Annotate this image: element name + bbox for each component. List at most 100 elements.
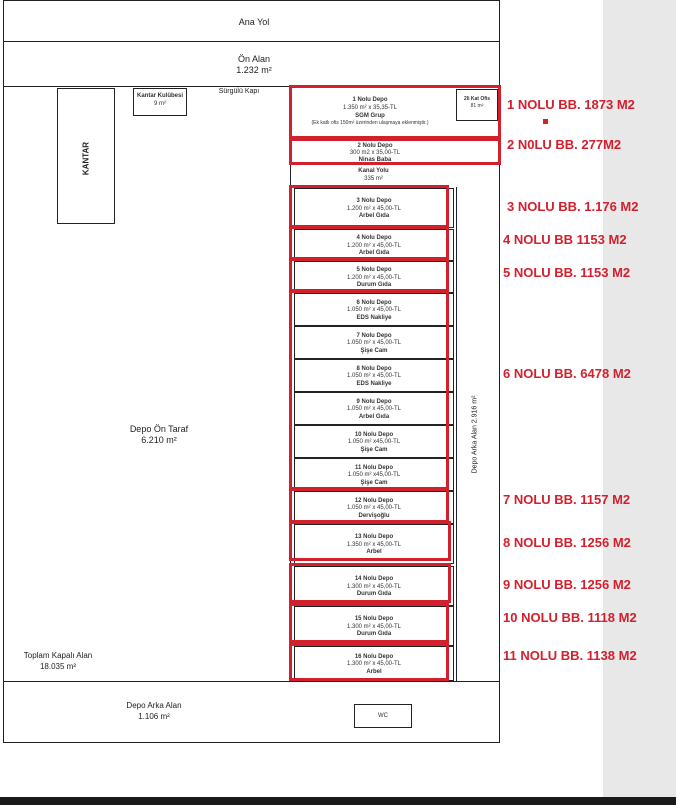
- depot-11-tenant: Şişe Cam: [360, 479, 388, 486]
- kanal-yolu-name: Kanal Yolu: [358, 168, 389, 174]
- depot-1-tenant: SGM Grup: [355, 113, 385, 119]
- kantar-box: KANTAR: [57, 88, 115, 224]
- depot-8-tenant: EDS Nakliye: [356, 380, 392, 387]
- depot-12-tenant: Dervişoğlu: [358, 512, 390, 519]
- highlight-2: [289, 138, 501, 165]
- depot-16-tenant: Arbel: [366, 668, 382, 675]
- depot-12-title: 12 Nolu Depo: [354, 497, 394, 504]
- depot-14-detail: 1.300 m² x 45,00-TL: [346, 583, 402, 590]
- depot-16-detail: 1.300 m² x 45,00-TL: [346, 661, 402, 667]
- depot-13-title: 13 Nolu Depo: [354, 534, 394, 540]
- toplam-kapali-alan-area: 18.035 m²: [39, 662, 77, 671]
- depot-1-detail: 1.350 m² x 35,35-TL: [342, 105, 398, 111]
- annotation-11: 11 NOLU BB. 1138 M2: [503, 648, 637, 663]
- annotation-10: 10 NOLU BB. 1118 M2: [503, 610, 637, 625]
- on-alan-name: Ön Alan: [237, 54, 271, 64]
- depot-11-detail: 1.050 m² x45,00-TL: [347, 472, 401, 478]
- depot-6-detail: 1.050 m² x 45,00-TL: [346, 307, 402, 313]
- depot-7-title: 7 Nolu Depo: [356, 332, 392, 339]
- depot-right-wall: [456, 187, 457, 681]
- depo-on-taraf-area: 6.210 m²: [141, 435, 177, 445]
- depot-4-detail: 1.200 m² x 45,00-TL: [346, 242, 402, 249]
- annotation-3: 3 NOLU BB. 1.176 M2: [507, 199, 639, 214]
- depot-16-title: 16 Nolu Depo: [354, 653, 394, 660]
- depot-9-tenant: Arbel Gıda: [358, 413, 390, 420]
- depot-13-tenant: Arbel: [366, 549, 382, 555]
- depot-2-detail: 300 m2 x 35,00-TL: [349, 150, 401, 156]
- bottom-bar: [0, 797, 676, 805]
- highlight-11: [289, 643, 449, 681]
- depot-3-detail: 1.200 m² x 45,00-TL: [346, 205, 402, 212]
- depot-14-title: 14 Nolu Depo: [354, 576, 394, 582]
- highlight-5: [289, 258, 449, 292]
- right-margin-panel: [603, 0, 676, 797]
- depot-8-detail: 1.050 m² x 45,00-TL: [346, 373, 402, 379]
- back-area-divider: [4, 681, 499, 682]
- depot-9-title: 9 Nolu Depo: [356, 398, 392, 405]
- depot-7-tenant: Şişe Cam: [360, 347, 388, 354]
- kantar-kulubesi-area: 9 m²: [154, 101, 166, 107]
- kanal-yolu-area: 335 m²: [364, 176, 383, 182]
- depot-8-title: 8 Nolu Depo: [356, 365, 392, 372]
- depot-4-tenant: Arbel Gıda: [358, 250, 390, 256]
- depot-5-title: 5 Nolu Depo: [356, 267, 392, 273]
- toplam-kapali-alan-name: Toplam Kapalı Alan: [23, 651, 93, 660]
- road-divider: [4, 41, 499, 42]
- highlight-4: [289, 226, 449, 260]
- front-area-divider: [4, 86, 499, 87]
- annotation-8: 8 NOLU BB. 1256 M2: [503, 535, 631, 550]
- annotation-4: 4 NOLU BB 1153 M2: [503, 232, 627, 247]
- highlight-6: [289, 290, 449, 490]
- depot-11-title: 11 Nolu Depo: [354, 464, 393, 471]
- depot-13-detail: 1.350 m² x 45,00-TL: [346, 541, 402, 548]
- highlight-8: [289, 521, 451, 561]
- depot-3-title: 3 Nolu Depo: [356, 198, 392, 204]
- depot-1-title: 1 Nolu Depo: [352, 97, 388, 103]
- kantar-kulubesi-name: Kantar Kulübesi: [136, 93, 183, 99]
- on-alan-area: 1.232 m²: [236, 65, 272, 75]
- depot-12-detail: 1.050 m² x 45,00-TL: [346, 505, 402, 511]
- highlight-7: [289, 488, 449, 523]
- highlight-1: [289, 85, 501, 139]
- depo-arka-alan-name: Depo Arka Alan: [126, 701, 182, 710]
- depot-3-tenant: Arbel Gıda: [358, 213, 390, 219]
- ana-yol-label: Ana Yol: [238, 17, 270, 27]
- highlight-9: [289, 563, 451, 603]
- depot-5-detail: 1.200 m² x 45,00-TL: [346, 274, 402, 281]
- iki-kat-ofis-area: 81 m²: [470, 103, 484, 109]
- site-plan: Ana Yol Ön Alan 1.232 m² Kantar Kulübesi…: [3, 0, 500, 743]
- annotation-7: 7 NOLU BB. 1157 M2: [503, 492, 631, 507]
- iki-kat-ofis-name: 2li Kat Ofis: [463, 96, 491, 102]
- highlight-3: [289, 185, 449, 228]
- depot-10-detail: 1.050 m² x45,00-TL: [347, 439, 401, 445]
- depot-10-title: 10 Nolu Depo: [354, 431, 394, 438]
- depot-15-tenant: Durum Gıda: [356, 631, 392, 637]
- depot-15-detail: 1.300 m² x 45,00-TL: [346, 623, 402, 630]
- depot-15-title: 15 Nolu Depo: [354, 616, 394, 622]
- depo-arka-alan-area: 1.106 m²: [138, 712, 170, 721]
- depot-2-tenant: Ninas Baba: [358, 157, 392, 163]
- annotation-9: 9 NOLU BB. 1256 M2: [503, 577, 631, 592]
- depot-4-title: 4 Nolu Depo: [356, 235, 392, 241]
- depot-14-tenant: Durum Gıda: [356, 591, 392, 597]
- depo-on-taraf-name: Depo Ön Taraf: [129, 424, 189, 434]
- kantar-label: KANTAR: [81, 141, 91, 176]
- depot-2: 2 Nolu Depo 300 m2 x 35,00-TL Ninas Baba: [290, 139, 500, 165]
- depot-2-title: 2 Nolu Depo: [357, 143, 393, 149]
- annotation-6: 6 NOLU BB. 6478 M2: [503, 366, 631, 381]
- depot-6-title: 6 Nolu Depo: [356, 299, 392, 306]
- surgulu-kapi-label: Sürgülü Kapı: [218, 88, 260, 95]
- depot-10-tenant: Şişe Cam: [360, 446, 388, 453]
- annotation-2: 2 N0LU BB. 277M2: [507, 137, 622, 152]
- depot-9-detail: 1.050 m² x 45,00-TL: [346, 406, 402, 412]
